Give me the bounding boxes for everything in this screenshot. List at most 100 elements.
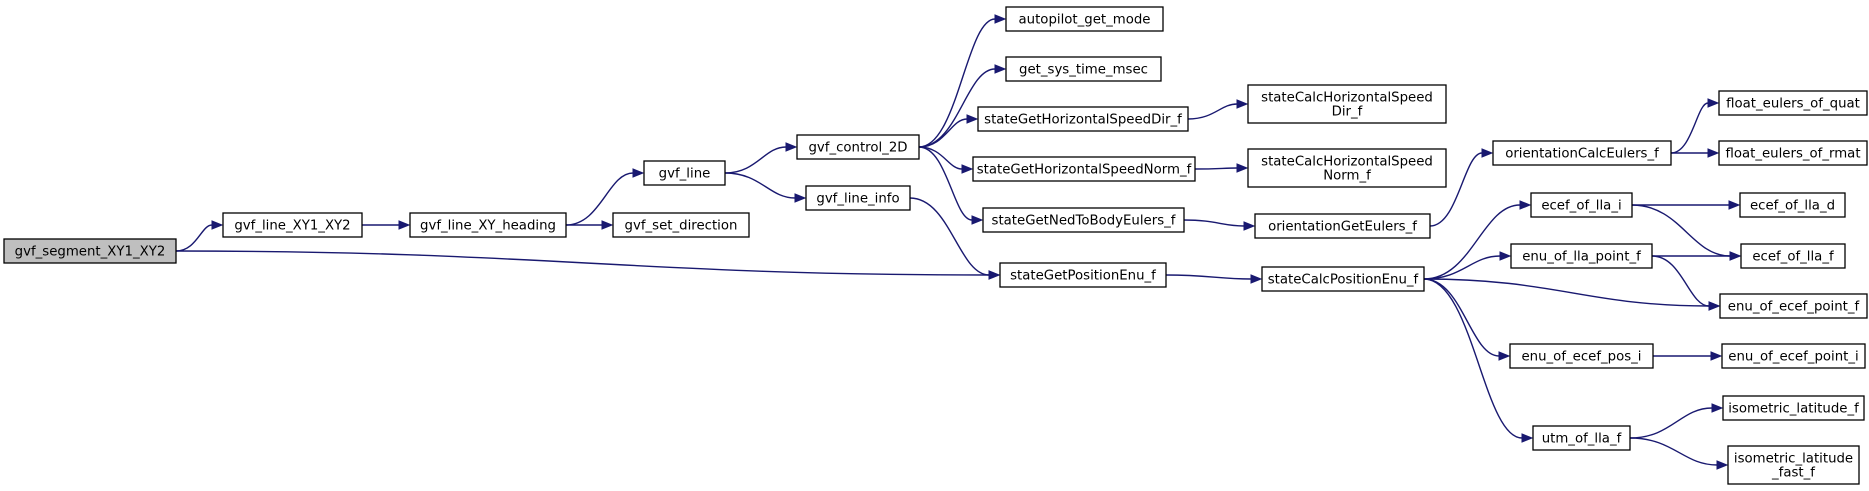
edge-state-calc-position-enu-f-to-enu-of-lla-point-f bbox=[1423, 251, 1512, 280]
arrowhead-icon bbox=[1708, 301, 1721, 311]
node-label: gvf_line_XY1_XY2 bbox=[234, 219, 350, 234]
arrowhead-icon bbox=[1481, 148, 1494, 158]
node-box bbox=[1509, 343, 1654, 369]
node-box bbox=[1739, 192, 1846, 218]
edge-line bbox=[918, 118, 968, 148]
node-ecef-of-lla-d[interactable]: ecef_of_lla_d bbox=[1739, 192, 1846, 218]
edge-utm-of-lla-f-to-isometric-latitude-fast-f bbox=[1629, 437, 1729, 470]
arrowhead-icon bbox=[971, 215, 984, 225]
node-box bbox=[1247, 148, 1447, 188]
node-box bbox=[982, 207, 1185, 233]
edge-state-get-horizontal-speed-dir-f-to-state-calc-horizontal-speed-dir-f bbox=[1187, 99, 1249, 120]
node-label: ecef_of_lla_i bbox=[1541, 199, 1621, 214]
edge-state-calc-position-enu-f-to-enu-of-ecef-pos-i bbox=[1423, 278, 1511, 361]
node-state-get-ned-to-body-eulers-f[interactable]: stateGetNedToBodyEulers_f bbox=[982, 207, 1185, 233]
node-box bbox=[1718, 90, 1868, 116]
arrowhead-icon bbox=[988, 270, 1001, 280]
node-state-get-horizontal-speed-dir-f[interactable]: stateGetHorizontalSpeedDir_f bbox=[977, 106, 1189, 132]
node-label: orientationCalcEulers_f bbox=[1505, 147, 1659, 162]
node-box bbox=[409, 212, 567, 238]
node-box bbox=[1532, 425, 1631, 451]
node-layer: gvf_segment_XY1_XY2 gvf_line_XY1_XY2 gvf_l… bbox=[3, 6, 1868, 485]
node-isometric-latitude-f[interactable]: isometric_latitude_f bbox=[1722, 395, 1865, 421]
node-box bbox=[1510, 243, 1653, 269]
edge-state-get-ned-to-body-eulers-f-to-orientation-get-eulers-f bbox=[1183, 219, 1256, 231]
node-orientation-calc-eulers-f[interactable]: orientationCalcEulers_f bbox=[1492, 140, 1672, 166]
node-gvf-line-info[interactable]: gvf_line_info bbox=[805, 185, 911, 211]
node-label: utm_of_lla_f bbox=[1542, 432, 1622, 447]
node-gvf-line[interactable]: gvf_line bbox=[643, 160, 726, 186]
edge-gvf-line-xy-heading-to-gvf-set-direction bbox=[565, 220, 614, 230]
edge-line bbox=[1631, 204, 1731, 257]
node-float-eulers-of-rmat[interactable]: float_eulers_of_rmat bbox=[1718, 140, 1868, 166]
arrowhead-icon bbox=[398, 220, 411, 230]
node-label: float_eulers_of_quat bbox=[1726, 97, 1860, 112]
node-gvf-set-direction[interactable]: gvf_set_direction bbox=[612, 212, 750, 238]
node-box bbox=[805, 185, 911, 211]
arrowhead-icon bbox=[994, 64, 1007, 74]
node-utm-of-lla-f[interactable]: utm_of_lla_f bbox=[1532, 425, 1631, 451]
node-label: orientationGetEulers_f bbox=[1268, 220, 1417, 235]
edge-state-calc-position-enu-f-to-ecef-of-lla-i bbox=[1423, 200, 1532, 280]
node-enu-of-lla-point-f[interactable]: enu_of_lla_point_f bbox=[1510, 243, 1653, 269]
edge-gvf-control-2-d-to-state-get-horizontal-speed-norm-f bbox=[918, 146, 974, 174]
edge-line bbox=[918, 68, 996, 148]
node-box bbox=[612, 212, 750, 238]
edge-line bbox=[1187, 103, 1238, 120]
node-label: Norm_f bbox=[1323, 169, 1371, 184]
node-label: stateCalcHorizontalSpeed bbox=[1261, 155, 1433, 170]
edge-line bbox=[1165, 274, 1252, 280]
arrowhead-icon bbox=[1243, 221, 1256, 231]
node-get-sys-time-msec[interactable]: get_sys_time_msec bbox=[1005, 56, 1162, 82]
edge-line bbox=[918, 18, 996, 148]
node-float-eulers-of-quat[interactable]: float_eulers_of_quat bbox=[1718, 90, 1868, 116]
edge-enu-of-ecef-pos-i-to-enu-of-ecef-point-i bbox=[1653, 351, 1723, 361]
node-autopilot-get-mode[interactable]: autopilot_get_mode bbox=[1005, 6, 1164, 32]
node-box bbox=[1005, 6, 1164, 32]
node-orientation-get-eulers-f[interactable]: orientationGetEulers_f bbox=[1254, 213, 1431, 239]
node-enu-of-ecef-pos-i[interactable]: enu_of_ecef_pos_i bbox=[1509, 343, 1654, 369]
arrowhead-icon bbox=[1519, 200, 1532, 210]
node-isometric-latitude-fast-f[interactable]: isometric_latitude_fast_f bbox=[1727, 445, 1860, 485]
node-ecef-of-lla-i[interactable]: ecef_of_lla_i bbox=[1530, 192, 1633, 218]
node-box bbox=[1721, 343, 1866, 369]
edge-line bbox=[175, 250, 990, 276]
edge-state-calc-position-enu-f-to-utm-of-lla-f bbox=[1423, 278, 1534, 443]
node-label: enu_of_lla_point_f bbox=[1522, 250, 1641, 265]
edge-state-calc-position-enu-f-to-enu-of-ecef-point-f bbox=[1423, 278, 1721, 311]
node-label: ecef_of_lla_f bbox=[1752, 250, 1834, 265]
arrowhead-icon bbox=[1521, 433, 1534, 443]
edge-line bbox=[1423, 255, 1501, 280]
arrowhead-icon bbox=[1499, 251, 1512, 261]
node-label: gvf_line_info bbox=[816, 192, 899, 207]
edge-gvf-control-2-d-to-state-get-horizontal-speed-dir-f bbox=[918, 114, 979, 148]
node-label: get_sys_time_msec bbox=[1019, 63, 1148, 78]
edge-line bbox=[1629, 407, 1713, 439]
edge-gvf-control-2-d-to-autopilot-get-mode bbox=[918, 14, 1007, 148]
node-ecef-of-lla-f[interactable]: ecef_of_lla_f bbox=[1740, 243, 1846, 269]
edge-orientation-get-eulers-f-to-orientation-calc-eulers-f bbox=[1429, 148, 1494, 227]
node-box bbox=[1718, 140, 1868, 166]
node-state-get-horizontal-speed-norm-f[interactable]: stateGetHorizontalSpeedNorm_f bbox=[972, 156, 1196, 182]
edge-line bbox=[724, 172, 796, 199]
arrowhead-icon bbox=[1236, 163, 1249, 173]
node-enu-of-ecef-point-f[interactable]: enu_of_ecef_point_f bbox=[1719, 293, 1868, 319]
edge-line bbox=[1429, 152, 1483, 227]
node-enu-of-ecef-point-i[interactable]: enu_of_ecef_point_i bbox=[1721, 343, 1866, 369]
arrowhead-icon bbox=[994, 14, 1007, 24]
node-gvf-segment-xy1-xy2[interactable]: gvf_segment_XY1_XY2 bbox=[3, 238, 177, 264]
edge-line bbox=[1423, 278, 1523, 439]
arrowhead-icon bbox=[966, 114, 979, 124]
node-state-calc-position-enu-f[interactable]: stateCalcPositionEnu_f bbox=[1261, 266, 1425, 292]
node-label: autopilot_get_mode bbox=[1019, 13, 1151, 28]
node-gvf-line-xy1-xy2[interactable]: gvf_line_XY1_XY2 bbox=[222, 212, 363, 238]
node-label: gvf_control_2D bbox=[808, 141, 907, 156]
node-state-get-position-enu-f[interactable]: stateGetPositionEnu_f bbox=[999, 262, 1167, 288]
node-gvf-control-2-d[interactable]: gvf_control_2D bbox=[796, 134, 920, 160]
arrowhead-icon bbox=[632, 168, 645, 178]
node-label: enu_of_ecef_pos_i bbox=[1522, 350, 1642, 365]
node-gvf-line-xy-heading[interactable]: gvf_line_XY_heading bbox=[409, 212, 567, 238]
